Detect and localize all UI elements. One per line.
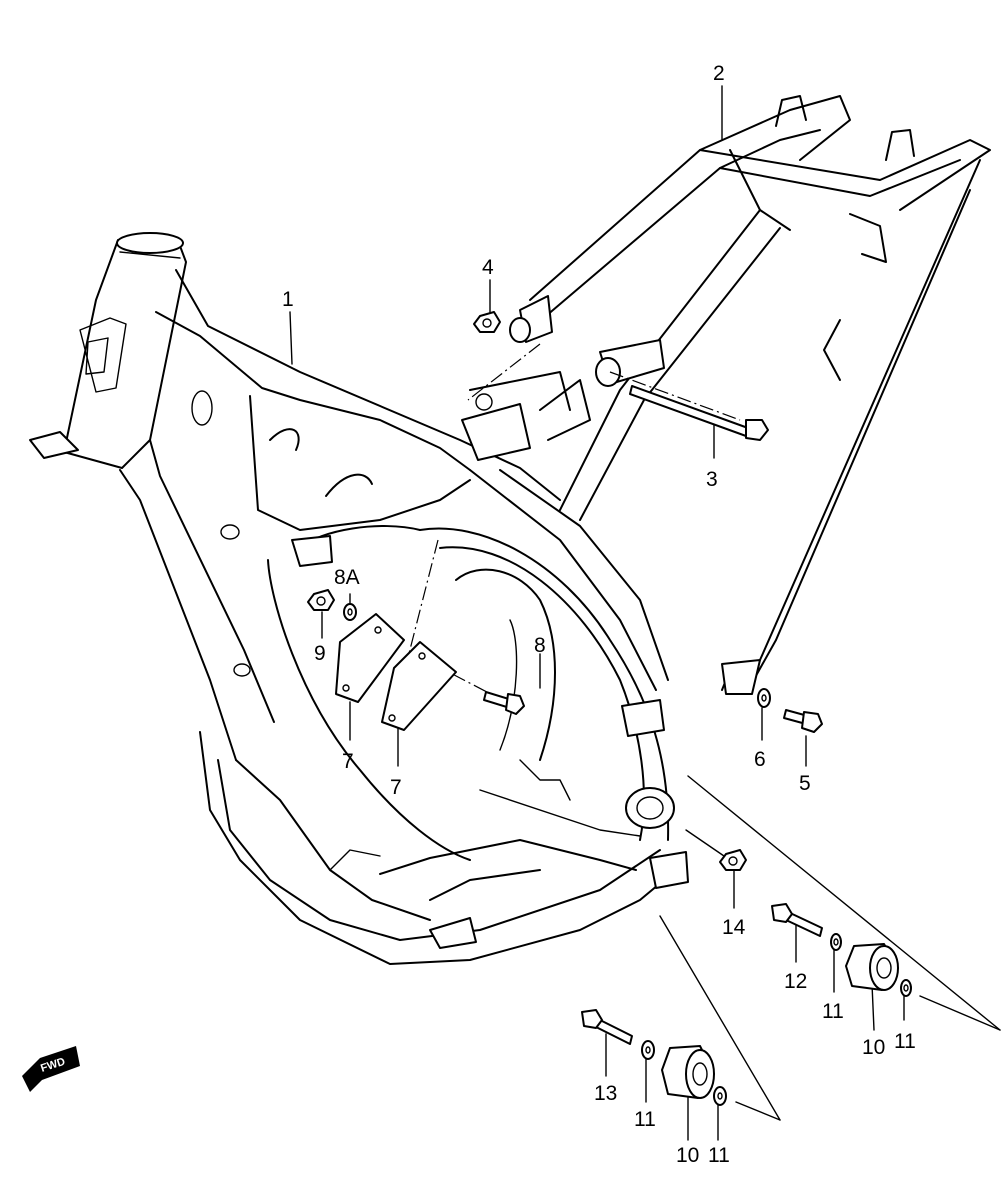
callout-14: 14 — [722, 916, 746, 939]
callout-7-right: 7 — [390, 776, 402, 799]
washer-part-11-a — [830, 933, 842, 951]
callout-10-right: 10 — [862, 1036, 885, 1059]
bolt-part-5 — [783, 709, 823, 733]
washer-part-6 — [757, 688, 771, 708]
leader-lines — [289, 85, 1001, 1141]
callout-11-c: 11 — [634, 1108, 656, 1131]
callout-13: 13 — [594, 1082, 617, 1105]
callout-9: 9 — [314, 642, 326, 665]
bolt-part-13 — [581, 1009, 633, 1045]
callout-5: 5 — [799, 772, 811, 795]
engine-mount-plate-part-7-left — [335, 613, 405, 703]
bolt-part-3 — [629, 385, 769, 441]
callout-11-a: 11 — [822, 1000, 844, 1023]
main-frame — [29, 232, 689, 965]
callout-8: 8 — [534, 634, 546, 657]
engine-mount-plate-part-7-right — [381, 641, 457, 731]
callout-1: 1 — [282, 288, 294, 311]
callout-labels: 1 2 3 4 5 6 7 7 8 8A 9 10 10 11 11 11 11… — [282, 62, 916, 1167]
bolt-part-12 — [771, 903, 823, 937]
callout-7-left: 7 — [342, 750, 354, 773]
nut-part-9 — [307, 589, 335, 611]
callout-10-bottom: 10 — [676, 1144, 699, 1167]
callout-12: 12 — [784, 970, 807, 993]
washer-part-8a — [343, 603, 357, 621]
callout-11-b: 11 — [894, 1030, 916, 1053]
callout-3: 3 — [706, 468, 718, 491]
callout-8a: 8A — [334, 566, 360, 589]
callout-11-d: 11 — [708, 1144, 730, 1167]
fwd-direction-arrow-icon: FWD — [22, 1046, 80, 1092]
nut-part-14 — [719, 849, 747, 871]
washer-part-11-b — [900, 979, 912, 997]
callout-2: 2 — [713, 62, 725, 85]
washer-part-11-d — [713, 1086, 727, 1106]
callout-4: 4 — [482, 256, 494, 279]
nut-part-4 — [473, 311, 501, 333]
bushing-part-10-b — [661, 1045, 715, 1099]
bushing-part-10-a — [845, 943, 899, 991]
rear-subframe — [469, 95, 991, 695]
bolt-part-8 — [483, 691, 525, 715]
callout-6: 6 — [754, 748, 766, 771]
washer-part-11-c — [641, 1040, 655, 1060]
